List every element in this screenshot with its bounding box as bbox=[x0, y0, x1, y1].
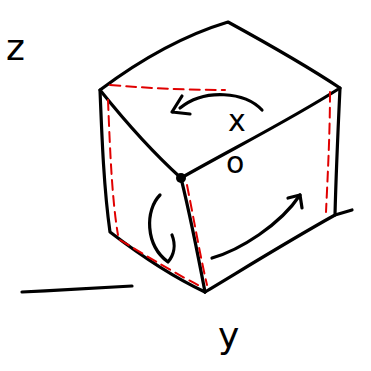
rotation-arrow bbox=[150, 195, 174, 262]
rotation-arrow bbox=[288, 195, 302, 208]
highlight-edge bbox=[110, 85, 225, 90]
cube-edge bbox=[100, 22, 340, 178]
cube-edge bbox=[205, 88, 340, 292]
rotation-arrow bbox=[212, 195, 300, 258]
cube-edge bbox=[100, 90, 205, 292]
axis-label: o bbox=[226, 148, 244, 178]
vertex-dot bbox=[176, 173, 186, 183]
axis-label: z bbox=[6, 30, 25, 66]
cube-edge bbox=[335, 210, 352, 215]
highlight-edge bbox=[120, 240, 200, 286]
cube-edge bbox=[181, 178, 205, 292]
ground-line bbox=[22, 286, 132, 292]
axis-label: y bbox=[218, 318, 239, 354]
axis-label: x bbox=[228, 106, 246, 136]
highlight-edge bbox=[108, 100, 118, 235]
highlight-edge bbox=[187, 185, 207, 285]
rotation-arrow bbox=[172, 96, 190, 114]
highlight-edge bbox=[326, 92, 330, 212]
rotation-arrow bbox=[180, 95, 262, 110]
